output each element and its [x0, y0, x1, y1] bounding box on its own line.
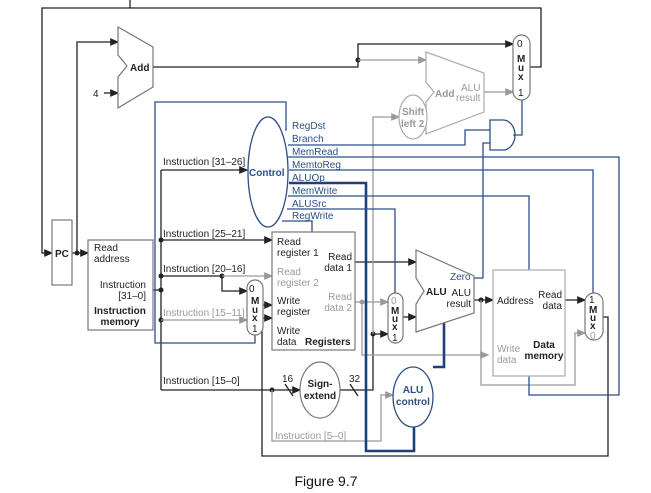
mux-label: M — [589, 305, 597, 316]
signal-regdst: RegDst — [292, 121, 326, 132]
shift-left-label: Shift — [402, 107, 425, 118]
control-unit — [247, 116, 289, 228]
sign-extend-label-2: extend — [304, 391, 336, 402]
shift-left-label-2: left 2 — [401, 119, 425, 130]
branch-adder-result-label-2: result — [456, 93, 481, 104]
address-label: Address — [497, 296, 534, 307]
write-data-label: Write — [497, 344, 521, 355]
read-data-2-label: Read — [328, 292, 352, 303]
mux-input-0-label: 0 — [517, 39, 523, 50]
control-wires — [154, 100, 620, 453]
instruction-memory-title: Instruction — [94, 306, 146, 317]
pc-adder — [117, 25, 154, 110]
read-data-1-label-2: data 1 — [324, 263, 352, 274]
signal-memtoreg: MemtoReg — [292, 160, 341, 171]
read-register-1-label: Read — [277, 237, 301, 248]
signal-memread: MemRead — [292, 147, 338, 158]
mux-label: u — [252, 305, 258, 316]
mux-label: M — [517, 54, 525, 65]
program-counter — [51, 219, 73, 286]
pc-label: PC — [55, 249, 69, 260]
write-data-label-2: data — [497, 355, 517, 366]
read-data-2-label-2: data 2 — [324, 303, 352, 314]
instruction-output-label-2: [31–0] — [118, 291, 146, 302]
register-file — [271, 231, 356, 351]
instruction-memory — [87, 239, 154, 331]
mux-label: M — [391, 306, 399, 317]
control-label: Control — [249, 168, 285, 179]
sign-extend-label: Sign- — [308, 379, 333, 390]
read-register-2-label-2: register 2 — [277, 278, 319, 289]
mux-label: x — [392, 322, 398, 333]
field-15-11: Instruction [15–11] — [163, 308, 245, 319]
control-signal-labels: RegDst Branch MemRead MemtoReg ALUOp Mem… — [292, 121, 341, 222]
signal-memwrite: MemWrite — [292, 186, 338, 197]
mux-label: u — [518, 63, 524, 74]
field-20-16: Instruction [20–16] — [163, 264, 245, 275]
field-15-0: Instruction [15–0] — [163, 376, 240, 387]
branch-adder-label: Add — [435, 89, 454, 100]
input-width-label: 16 — [282, 374, 294, 385]
data-memory — [492, 269, 566, 377]
mux-input-1-label: 1 — [392, 333, 398, 344]
alu-label: ALU — [426, 287, 447, 298]
mux-label: M — [251, 296, 259, 307]
branch-adder-result-label: ALU — [461, 83, 480, 94]
pc-adder-label: Add — [130, 63, 149, 74]
instruction-output-label: Instruction — [100, 280, 146, 291]
write-register-label-2: register — [277, 307, 311, 318]
output-width-label: 32 — [349, 374, 361, 385]
memtoreg-mux — [584, 292, 604, 341]
mux-input-0-label: 0 — [590, 331, 596, 342]
mux-input-1-label: 1 — [589, 295, 595, 306]
read-data-label-2: data — [543, 301, 563, 312]
mux-label: x — [252, 313, 258, 324]
instruction-memory-title-2: memory — [101, 317, 140, 328]
alu — [415, 249, 475, 333]
branch-and-gate — [489, 119, 516, 151]
signal-regwrite: RegWrite — [292, 211, 334, 222]
field-25-21: Instruction [25–21] — [163, 229, 245, 240]
mux-label: x — [518, 72, 524, 83]
alu-result-label-2: result — [447, 299, 472, 310]
mux-label: u — [392, 314, 398, 325]
sign-extend — [299, 361, 341, 419]
alu-control-label-2: control — [396, 397, 430, 408]
inactive-wires — [161, 56, 587, 442]
write-register-label: Write — [277, 296, 301, 307]
mux-label: x — [590, 321, 596, 332]
read-address-label-2: address — [94, 254, 130, 265]
read-register-2-label: Read — [277, 267, 301, 278]
alu-control — [392, 366, 434, 428]
mux-input-1-label: 1 — [252, 324, 258, 335]
read-data-1-label: Read — [328, 252, 352, 263]
shift-left-2 — [398, 94, 428, 140]
mux-input-0-label: 0 — [249, 284, 255, 295]
field-31-26: Instruction [31–26] — [163, 157, 245, 168]
write-data-label: Write — [277, 326, 301, 337]
signal-branch: Branch — [292, 134, 324, 145]
signal-aluop: ALUOp — [292, 173, 325, 184]
regdst-mux — [246, 279, 264, 336]
alu-result-label: ALU — [452, 288, 471, 299]
alusrc-mux — [387, 292, 404, 344]
zero-label: Zero — [450, 272, 471, 283]
write-data-label-2: data — [277, 337, 297, 348]
signal-alusrc: ALUSrc — [292, 199, 326, 210]
mux-input-0-label: 0 — [391, 296, 397, 307]
read-data-label: Read — [538, 290, 562, 301]
alu-control-label: ALU — [403, 385, 424, 396]
mux-label: u — [590, 313, 596, 324]
registers-title: Registers — [305, 337, 351, 348]
data-memory-title-2: memory — [525, 351, 564, 362]
mux-input-1-label: 1 — [518, 88, 524, 99]
field-5-0: Instruction [5–0] — [275, 431, 346, 442]
data-memory-title: Data — [533, 340, 555, 351]
pc-source-mux — [512, 34, 531, 101]
figure-caption: Figure 9.7 — [294, 473, 357, 489]
read-address-label: Read — [94, 243, 118, 254]
constant-four: 4 — [93, 89, 99, 100]
read-register-1-label-2: register 1 — [277, 248, 319, 259]
